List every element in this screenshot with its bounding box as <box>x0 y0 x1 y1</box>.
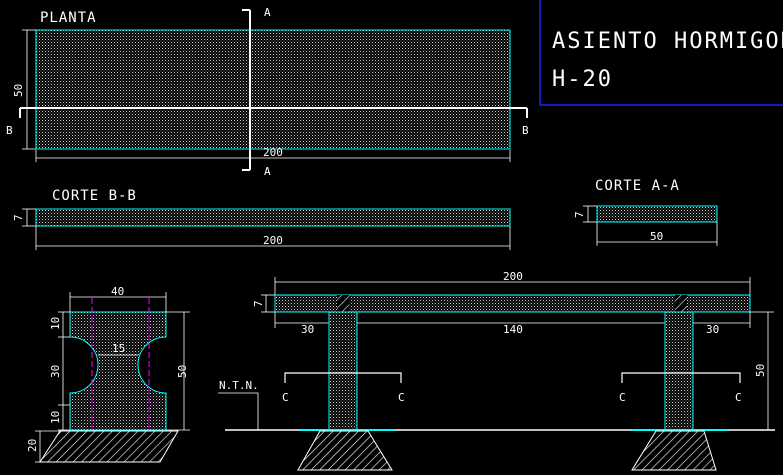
section-bb-thickness-dim: 7 <box>12 214 25 221</box>
section-c-label-1: C <box>282 391 289 404</box>
leg-profile <box>69 311 167 431</box>
title-line-1: ASIENTO HORMIGON <box>552 29 783 54</box>
joint-hatch-right <box>675 295 687 312</box>
elevation-center-dim: 140 <box>503 323 523 336</box>
section-aa: CORTE A-A 7 50 <box>573 178 718 246</box>
section-c-label-4: C <box>735 391 742 404</box>
section-bb: CORTE B-B 7 200 <box>12 188 511 250</box>
front-elevation: 200 7 30 140 30 N.T.N. C C <box>218 270 775 471</box>
section-bb-label: CORTE B-B <box>52 188 137 204</box>
ground-level-label: N.T.N. <box>219 379 259 392</box>
joint-hatch-left <box>337 295 349 312</box>
leg-foot-dim: 20 <box>26 439 39 452</box>
section-b-left-label: B <box>6 124 13 137</box>
elevation-total-dim: 200 <box>503 270 523 283</box>
section-c-label-3: C <box>619 391 626 404</box>
plan-length-dim: 200 <box>263 146 283 159</box>
elevation-leg-left <box>328 311 358 431</box>
elevation-right-dim: 30 <box>706 323 719 336</box>
section-aa-thickness-dim: 7 <box>573 211 586 218</box>
section-b-right-label: B <box>522 124 529 137</box>
section-bb-slab <box>35 208 511 227</box>
elevation-left-dim: 30 <box>301 323 314 336</box>
section-aa-width-dim: 50 <box>650 230 663 243</box>
plan-slab <box>35 29 511 150</box>
section-a-bottom-label: A <box>264 165 271 178</box>
leg-detail: 40 15 10 30 10 50 20 <box>26 285 190 463</box>
leg-height-dim: 50 <box>176 365 189 378</box>
leg-mid-dim: 30 <box>49 365 62 378</box>
section-c-marker-right <box>621 372 741 383</box>
elevation-seat <box>274 294 751 313</box>
section-c-marker-left <box>284 372 402 383</box>
section-bb-length-dim: 200 <box>263 234 283 247</box>
elevation-height-dim: 50 <box>754 364 767 377</box>
title-line-2: H-20 <box>552 67 613 92</box>
leg-top-width-dim: 40 <box>111 285 124 298</box>
title-block: ASIENTO HORMIGON H-20 <box>539 0 783 106</box>
section-aa-label: CORTE A-A <box>595 178 680 194</box>
leg-bottom-dim: 10 <box>49 411 62 424</box>
elevation-footing-right <box>631 430 717 471</box>
plan-view-label: PLANTA <box>40 10 97 26</box>
section-a-top-label: A <box>264 6 271 19</box>
elevation-leg-right <box>664 311 694 431</box>
plan-view: PLANTA A A B B 200 50 <box>6 6 529 178</box>
leg-footing <box>39 430 179 463</box>
section-c-label-2: C <box>398 391 405 404</box>
elevation-thickness-dim: 7 <box>252 300 265 307</box>
leg-top-dim: 10 <box>49 317 62 330</box>
leg-neck-dim: 15 <box>112 342 125 355</box>
elevation-footing-left <box>297 430 393 471</box>
plan-width-dim: 50 <box>12 84 25 97</box>
section-aa-slab <box>596 205 718 223</box>
